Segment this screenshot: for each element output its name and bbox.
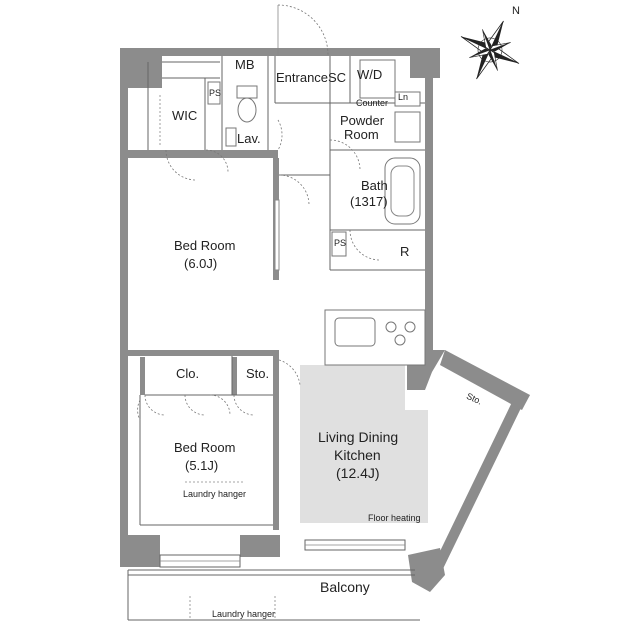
ps-top-label: PS	[209, 88, 221, 98]
bedroom2-label-2: (5.1J)	[185, 458, 218, 473]
sto1-label: Sto.	[246, 366, 269, 381]
entrance-label: Entrance	[276, 70, 328, 85]
door-swings	[137, 4, 381, 421]
wd-label: W/D	[357, 67, 382, 82]
washer	[359, 59, 396, 99]
bath-label-2: (1317)	[350, 194, 388, 209]
ldk-label-1: Living Dining	[318, 429, 398, 445]
ln-label: Ln	[398, 92, 408, 102]
inner-lines	[127, 56, 425, 621]
kitchen-counter	[324, 309, 426, 366]
floor-heating-area	[300, 365, 428, 523]
ps-box-top	[207, 81, 221, 105]
r-label: R	[400, 244, 409, 259]
floor-heating-label: Floor heating	[368, 513, 421, 523]
lav-label: Lav.	[237, 131, 261, 146]
ldk-label-3: (12.4J)	[336, 465, 380, 481]
wic-label: WIC	[172, 108, 197, 123]
sto2-label: Sto.	[465, 391, 484, 407]
windows	[159, 199, 406, 568]
bathtub	[384, 157, 421, 225]
laundry-hanger-bedroom-label: Laundry hanger	[183, 489, 246, 499]
sc-label: SC	[328, 70, 346, 85]
linen-shelf	[394, 91, 421, 107]
ps-mid-label: PS	[334, 238, 346, 248]
ps-box-mid	[331, 231, 347, 257]
ldk-label-2: Kitchen	[334, 447, 381, 463]
bath-label-1: Bath	[361, 178, 388, 193]
bedroom1-label-1: Bed Room	[174, 238, 235, 253]
clo-label: Clo.	[176, 366, 199, 381]
toilet	[236, 85, 258, 123]
powder-room-label-2: Room	[344, 127, 379, 142]
mb-label: MB	[235, 57, 255, 72]
bedroom2-label-1: Bed Room	[174, 440, 235, 455]
counter-label: Counter	[356, 98, 388, 108]
compass-north-label: N	[512, 5, 520, 17]
laundry-hanger-balcony-label: Laundry hanger	[212, 609, 275, 619]
compass-icon	[460, 20, 520, 80]
powder-room-label-1: Powder	[340, 113, 385, 128]
powder-basin	[394, 111, 421, 143]
bedroom1-label-2: (6.0J)	[184, 256, 217, 271]
lav-sink	[225, 127, 237, 147]
balcony-label: Balcony	[320, 579, 370, 595]
